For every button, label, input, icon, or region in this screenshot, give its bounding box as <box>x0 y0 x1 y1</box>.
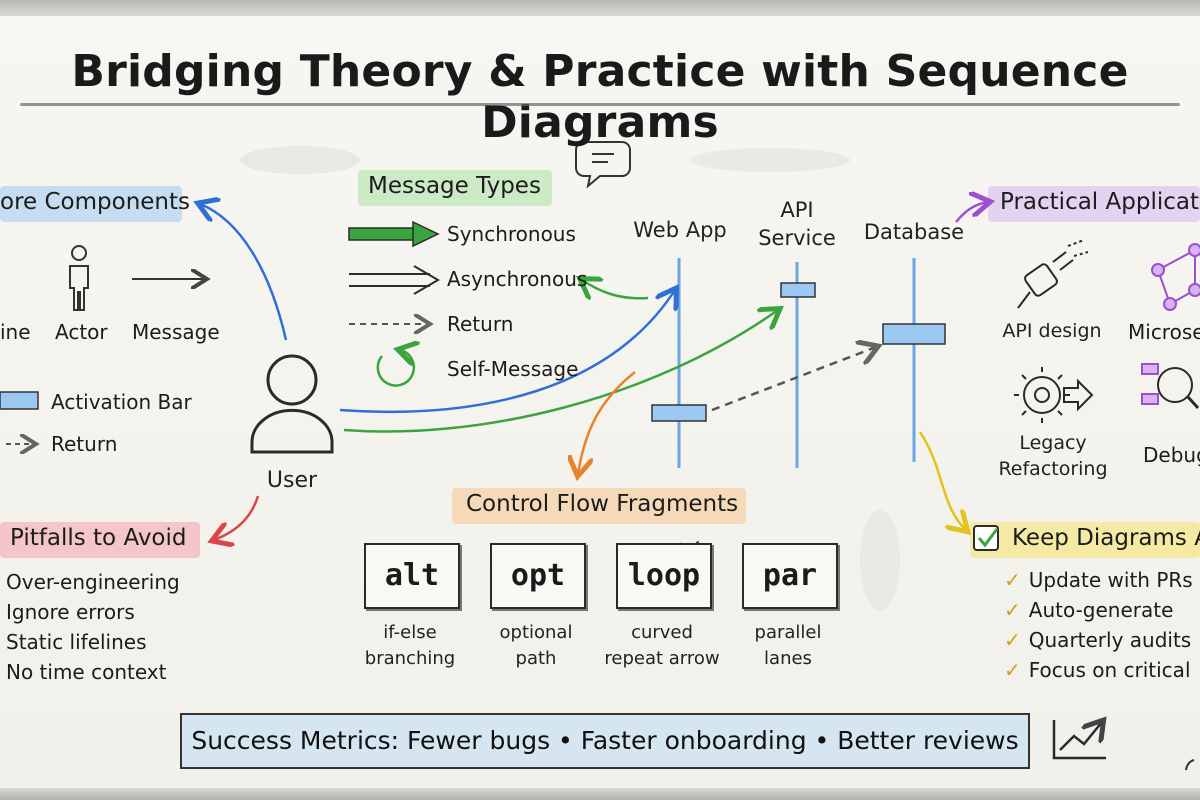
message-type-synchronous: Synchronous <box>447 222 576 246</box>
checkmark-icon: ✓ <box>1004 568 1021 592</box>
board-smudge <box>240 146 360 174</box>
trend-chart-icon <box>1052 720 1106 760</box>
fragment-loop-description: curved repeat arrow <box>604 622 720 669</box>
keep-diagrams-heading: Keep Diagrams A <box>1012 525 1200 551</box>
database-to-practical-arrow <box>955 202 988 223</box>
api-service-activation-bar <box>780 282 816 298</box>
actor-stick-figure-icon <box>69 245 89 311</box>
web-app-activation-bar <box>651 404 707 422</box>
checkbox-icon <box>973 525 999 551</box>
fragment-opt-description: optional path <box>499 622 573 669</box>
control-flow-heading: Control Flow Fragments <box>466 491 739 517</box>
user-to-webapp-arrow <box>339 290 675 414</box>
practical-applications-highlight <box>988 186 1200 222</box>
success-metrics-box: Success Metrics: Fewer bugs • Faster onb… <box>180 713 1030 769</box>
keep-diagrams-highlight <box>970 522 1200 558</box>
webapp-to-database-dashed-arrow <box>711 347 876 412</box>
keep-diagrams-item-text: Update with PRs <box>1028 568 1193 592</box>
database-activation-bar <box>882 323 946 345</box>
keep-diagrams-item: ✓ Quarterly audits <box>1004 628 1191 652</box>
core-item-message: Message <box>132 320 220 344</box>
fragment-opt-keyword: opt <box>510 558 566 593</box>
checkmark-icon: ✓ <box>1004 598 1021 622</box>
participant-api-service: API Service <box>758 198 836 250</box>
message-types-heading: Message Types <box>368 173 541 199</box>
success-metrics-text: Success Metrics: Fewer bugs • Faster onb… <box>191 726 1019 755</box>
message-type-asynchronous: Asynchronous <box>447 267 588 291</box>
message-type-return: Return <box>447 312 514 336</box>
keep-diagrams-item: ✓ Focus on critical <box>1004 658 1191 682</box>
user-to-pitfalls-arrow <box>214 495 260 540</box>
corner-scribble <box>1185 759 1195 771</box>
core-item-activation-bar: Activation Bar <box>51 390 192 414</box>
control-flow-highlight <box>452 488 746 524</box>
board-smudge <box>860 510 900 610</box>
magnifier-debug-icon <box>1141 363 1200 410</box>
fragment-loop-keyword: loop <box>627 558 701 593</box>
pitfall-item: Static lifelines <box>6 630 147 654</box>
chat-bubble-icon <box>575 141 631 189</box>
keep-diagrams-item: ✓ Auto-generate <box>1004 598 1173 622</box>
user-to-core-components-arrow <box>200 204 288 341</box>
keep-diagrams-item-text: Focus on critical <box>1028 658 1191 682</box>
pitfalls-heading: Pitfalls to Avoid <box>10 525 187 551</box>
keep-diagrams-item-text: Auto-generate <box>1028 598 1174 622</box>
fragment-alt-box: alt <box>364 543 460 609</box>
practical-item-microservices: Microse <box>1128 320 1200 344</box>
participant-database: Database <box>863 220 965 244</box>
activation-bar-sample <box>0 391 39 410</box>
pitfalls-highlight <box>0 522 200 558</box>
whiteboard-frame-top <box>0 0 1200 16</box>
keep-diagrams-item-text: Quarterly audits <box>1028 628 1192 652</box>
message-types-highlight <box>358 170 552 206</box>
core-components-heading: ore Components <box>0 189 190 215</box>
core-item-lifeline: ine <box>0 320 31 344</box>
activation-to-control-flow-arrow <box>578 371 636 474</box>
asynchronous-arrow <box>349 265 440 295</box>
fragment-loop-box: loop <box>616 543 712 609</box>
practical-item-api-design: API design <box>1002 320 1102 342</box>
pitfall-item: Over-engineering <box>6 570 180 594</box>
gear-refactor-icon <box>1014 367 1094 423</box>
network-icon <box>1151 243 1200 311</box>
user-to-api-arrow <box>343 310 778 433</box>
fragment-par-keyword: par <box>762 558 818 593</box>
practical-item-debugging: Debug <box>1143 443 1200 467</box>
fragment-alt-keyword: alt <box>384 558 440 593</box>
pitfall-item: Ignore errors <box>6 600 135 624</box>
checkmark-icon: ✓ <box>1004 628 1021 652</box>
fragment-par-description: parallel lanes <box>754 622 822 669</box>
whiteboard-frame-bottom <box>0 788 1200 800</box>
participant-user: User <box>266 468 318 493</box>
plug-icon <box>1017 239 1089 309</box>
fragment-alt-description: if-else branching <box>364 622 456 669</box>
core-item-return: Return <box>51 432 118 456</box>
practical-applications-heading: Practical Applicati <box>1000 189 1200 215</box>
practical-item-legacy-refactoring: Legacy Refactoring <box>998 432 1108 480</box>
webapp-to-async-arrow <box>582 280 649 298</box>
database-to-keep-diagrams-arrow <box>918 431 966 530</box>
core-components-highlight <box>0 186 182 222</box>
pitfall-item: No time context <box>6 660 167 684</box>
core-item-actor: Actor <box>55 320 108 344</box>
keep-diagrams-item: ✓ Update with PRs <box>1004 568 1193 592</box>
checkmark-icon: ✓ <box>1004 658 1021 682</box>
fragment-opt-box: opt <box>490 543 586 609</box>
page-title: Bridging Theory & Practice with Sequence… <box>71 46 1129 148</box>
message-type-self-message: Self-Message <box>447 357 579 381</box>
user-avatar-icon <box>250 354 334 454</box>
board-smudge <box>690 148 850 172</box>
participant-web-app: Web App <box>633 218 727 242</box>
synchronous-arrow <box>348 220 440 248</box>
self-message-arrow <box>376 350 414 387</box>
fragment-par-box: par <box>742 543 838 609</box>
title-underline <box>20 103 1180 106</box>
